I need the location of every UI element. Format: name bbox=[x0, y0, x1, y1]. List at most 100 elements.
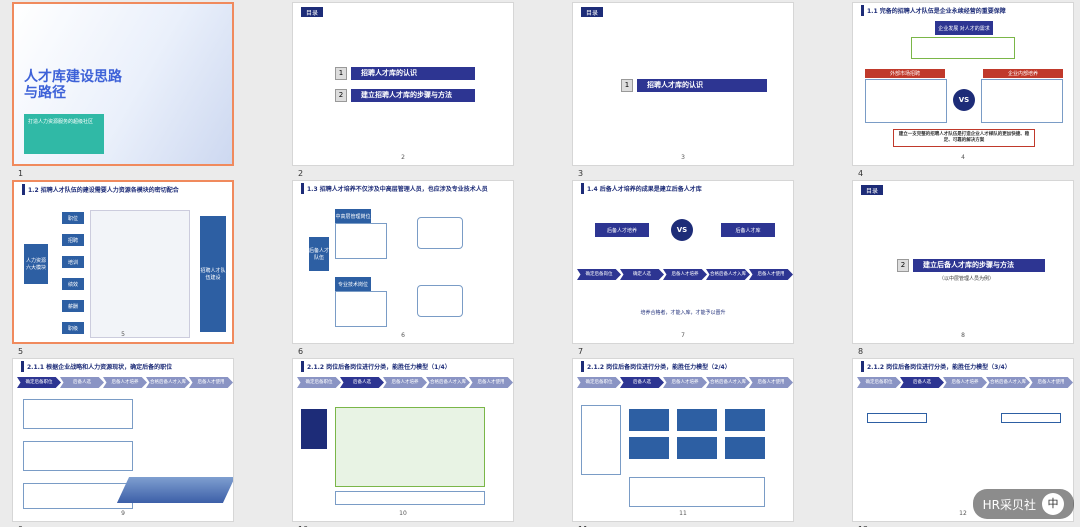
slide-number: 9 bbox=[18, 525, 23, 527]
toc-number: 1 bbox=[335, 67, 347, 80]
platform-graphic bbox=[116, 477, 233, 503]
slide-header: 2.1.2 岗位后备岗位进行分类，能胜任力模型（3/4） bbox=[853, 359, 1073, 373]
slide-thumb-6[interactable]: 1.3 招聘人才培养不仅涉及中高层管理人员，也应涉及专业技术人员 后备人才队伍 … bbox=[280, 178, 550, 359]
slide-6-frame[interactable]: 1.3 招聘人才培养不仅涉及中高层管理人员，也应涉及专业技术人员 后备人才队伍 … bbox=[292, 180, 514, 344]
slide-thumb-2[interactable]: 目录 1 招聘人才库的认识 2 建立招聘人才库的步骤与方法 2 2 bbox=[280, 0, 550, 181]
slide-11-frame[interactable]: 2.1.2 岗位后备岗位进行分类，能胜任力模型（2/4） 确定后备职位 后备人选… bbox=[572, 358, 794, 522]
toc-label: 目录 bbox=[301, 7, 324, 17]
cell-box bbox=[677, 437, 717, 459]
toc-number: 2 bbox=[335, 89, 347, 102]
bottom-box: 专业技术岗位 bbox=[335, 277, 371, 291]
matrix-box bbox=[335, 407, 485, 487]
toc-number: 2 bbox=[897, 259, 909, 272]
step-arrow: 后备人才培养 bbox=[663, 269, 707, 280]
toc-row: 2 建立后备人才库的步骤与方法 bbox=[897, 259, 1045, 272]
page-number: 2 bbox=[401, 154, 405, 161]
cover-title: 人才库建设思路 与路径 bbox=[24, 69, 122, 101]
step-arrow: 后备人选 bbox=[900, 377, 944, 388]
step-arrow: 后备人才培养 bbox=[103, 377, 147, 388]
step-arrow: 确定后备职位 bbox=[297, 377, 341, 388]
page-number: 9 bbox=[121, 510, 125, 517]
slide-header: 1.3 招聘人才培养不仅涉及中高层管理人员，也应涉及专业技术人员 bbox=[293, 181, 513, 195]
slide-header: 2.1.2 岗位后备岗位进行分类，能胜任力模型（1/4） bbox=[293, 359, 513, 373]
slide-thumb-1[interactable]: 人才库建设思路 与路径 打造人力资源服务的超级社区 1 bbox=[0, 0, 270, 181]
step-arrow: 后备人才培养 bbox=[943, 377, 987, 388]
info-box bbox=[981, 79, 1063, 123]
info-box bbox=[865, 79, 947, 123]
slide-title: 1.1 完备的招聘人才队伍是企业永续经营的重要保障 bbox=[867, 8, 1006, 15]
cover-badge: 打造人力资源服务的超级社区 bbox=[24, 114, 104, 154]
left-label: 人力资源六大模块 bbox=[24, 244, 48, 284]
info-box bbox=[867, 413, 927, 423]
slide-1-frame[interactable]: 人才库建设思路 与路径 打造人力资源服务的超级社区 bbox=[12, 2, 234, 166]
step-arrow: 确定后备职位 bbox=[17, 377, 61, 388]
slide-header: 2.1.1 根据企业战略和人力资源现状，确定后备的职位 bbox=[13, 359, 233, 373]
box-right: 后备人才库 bbox=[721, 223, 775, 237]
page-number: 3 bbox=[681, 154, 685, 161]
info-box bbox=[335, 491, 485, 505]
slide-thumb-3[interactable]: 目录 1 招聘人才库的认识 3 3 bbox=[560, 0, 830, 181]
slide-thumb-12[interactable]: 2.1.2 岗位后备岗位进行分类，能胜任力模型（3/4） 确定后备职位 后备人选… bbox=[840, 356, 1080, 527]
step-arrow: 合格后备人才入库 bbox=[986, 377, 1030, 388]
slide-thumb-10[interactable]: 2.1.2 岗位后备岗位进行分类，能胜任力模型（1/4） 确定后备职位 后备人选… bbox=[280, 356, 550, 527]
step-arrow: 后备人选 bbox=[340, 377, 384, 388]
toc-subtitle: （以中层管理人员为例） bbox=[939, 276, 995, 282]
left-label: 外部市场招聘 bbox=[865, 69, 945, 78]
slide-thumb-5[interactable]: 1.2 招聘人才队伍的建设需要人力资源各模块的密切配合 人力资源六大模块 职位 … bbox=[0, 178, 270, 359]
step-arrow: 确定后备职位 bbox=[857, 377, 901, 388]
info-box bbox=[417, 217, 463, 249]
step-arrow: 后备人才使用 bbox=[469, 377, 513, 388]
slide-title: 1.2 招聘人才队伍的建设需要人力资源各模块的密切配合 bbox=[28, 187, 179, 194]
step-arrow: 合格后备人才入库 bbox=[146, 377, 190, 388]
footer-text: 培养合格者，才能入库，才能予以晋升 bbox=[640, 310, 726, 316]
slide-3-frame[interactable]: 目录 1 招聘人才库的认识 3 bbox=[572, 2, 794, 166]
slide-9-frame[interactable]: 2.1.1 根据企业战略和人力资源现状，确定后备的职位 确定后备职位 后备人选 … bbox=[12, 358, 234, 522]
cell-box bbox=[725, 437, 765, 459]
slide-8-frame[interactable]: 目录 2 建立后备人才库的步骤与方法 （以中层管理人员为例） 8 bbox=[852, 180, 1074, 344]
slide-title: 1.3 招聘人才培养不仅涉及中高层管理人员，也应涉及专业技术人员 bbox=[307, 186, 488, 193]
slide-number: 2 bbox=[298, 169, 304, 178]
step-arrow: 合格后备人才入库 bbox=[706, 377, 750, 388]
slide-thumb-4[interactable]: 1.1 完备的招聘人才队伍是企业永续经营的重要保障 企业发展 对人才的需求 外部… bbox=[840, 0, 1080, 181]
page-number: 7 bbox=[681, 332, 685, 339]
slide-number: 7 bbox=[578, 347, 584, 356]
cell-box bbox=[629, 437, 669, 459]
slide-5-frame[interactable]: 1.2 招聘人才队伍的建设需要人力资源各模块的密切配合 人力资源六大模块 职位 … bbox=[12, 180, 234, 344]
slide-number: 4 bbox=[858, 169, 864, 178]
page-number: 11 bbox=[679, 510, 687, 517]
step-arrow: 后备人才使用 bbox=[1029, 377, 1073, 388]
slide-thumb-9[interactable]: 2.1.1 根据企业战略和人力资源现状，确定后备的职位 确定后备职位 后备人选 … bbox=[0, 356, 270, 527]
slide-7-frame[interactable]: 1.4 后备人才培养的成果是建立后备人才库 后备人才培养 VS 后备人才库 确定… bbox=[572, 180, 794, 344]
step-arrow: 后备人选 bbox=[60, 377, 104, 388]
box-left: 后备人才培养 bbox=[595, 223, 649, 237]
slide-thumb-11[interactable]: 2.1.2 岗位后备岗位进行分类，能胜任力模型（2/4） 确定后备职位 后备人选… bbox=[560, 356, 830, 527]
step-arrow: 后备人才培养 bbox=[663, 377, 707, 388]
info-box bbox=[335, 223, 387, 259]
step-arrow: 确定后备岗位 bbox=[577, 269, 621, 280]
slide-4-frame[interactable]: 1.1 完备的招聘人才队伍是企业永续经营的重要保障 企业发展 对人才的需求 外部… bbox=[852, 2, 1074, 166]
info-text bbox=[1001, 431, 1061, 501]
slide-12-frame[interactable]: 2.1.2 岗位后备岗位进行分类，能胜任力模型（3/4） 确定后备职位 后备人选… bbox=[852, 358, 1074, 522]
slide-thumb-8[interactable]: 目录 2 建立后备人才库的步骤与方法 （以中层管理人员为例） 8 8 bbox=[840, 178, 1080, 359]
slide-header: 1.1 完备的招聘人才队伍是企业永续经营的重要保障 bbox=[853, 3, 1073, 17]
step-arrow: 后备人才使用 bbox=[189, 377, 233, 388]
cover-title-line1: 人才库建设思路 bbox=[24, 69, 122, 85]
slide-number: 8 bbox=[858, 347, 864, 356]
info-box bbox=[629, 477, 765, 507]
watermark-icon: 中 bbox=[1042, 493, 1064, 515]
slide-title: 2.1.2 岗位后备岗位进行分类，能胜任力模型（3/4） bbox=[867, 364, 1011, 371]
module-box: 招聘 bbox=[62, 234, 84, 246]
slide-thumb-7[interactable]: 1.4 后备人才培养的成果是建立后备人才库 后备人才培养 VS 后备人才库 确定… bbox=[560, 178, 830, 359]
top-label: 企业发展 对人才的需求 bbox=[935, 21, 993, 35]
info-box bbox=[23, 441, 133, 471]
slide-title: 2.1.2 岗位后备岗位进行分类，能胜任力模型（1/4） bbox=[307, 364, 451, 371]
info-box bbox=[581, 405, 621, 475]
description-column bbox=[90, 210, 190, 338]
page-number: 4 bbox=[961, 154, 965, 161]
step-arrow: 后备人才使用 bbox=[749, 377, 793, 388]
page-number: 6 bbox=[401, 332, 405, 339]
top-box: 中高层管理岗位 bbox=[335, 209, 371, 223]
slide-10-frame[interactable]: 2.1.2 岗位后备岗位进行分类，能胜任力模型（1/4） 确定后备职位 后备人选… bbox=[292, 358, 514, 522]
step-arrow: 确定人选 bbox=[620, 269, 664, 280]
slide-2-frame[interactable]: 目录 1 招聘人才库的认识 2 建立招聘人才库的步骤与方法 2 bbox=[292, 2, 514, 166]
